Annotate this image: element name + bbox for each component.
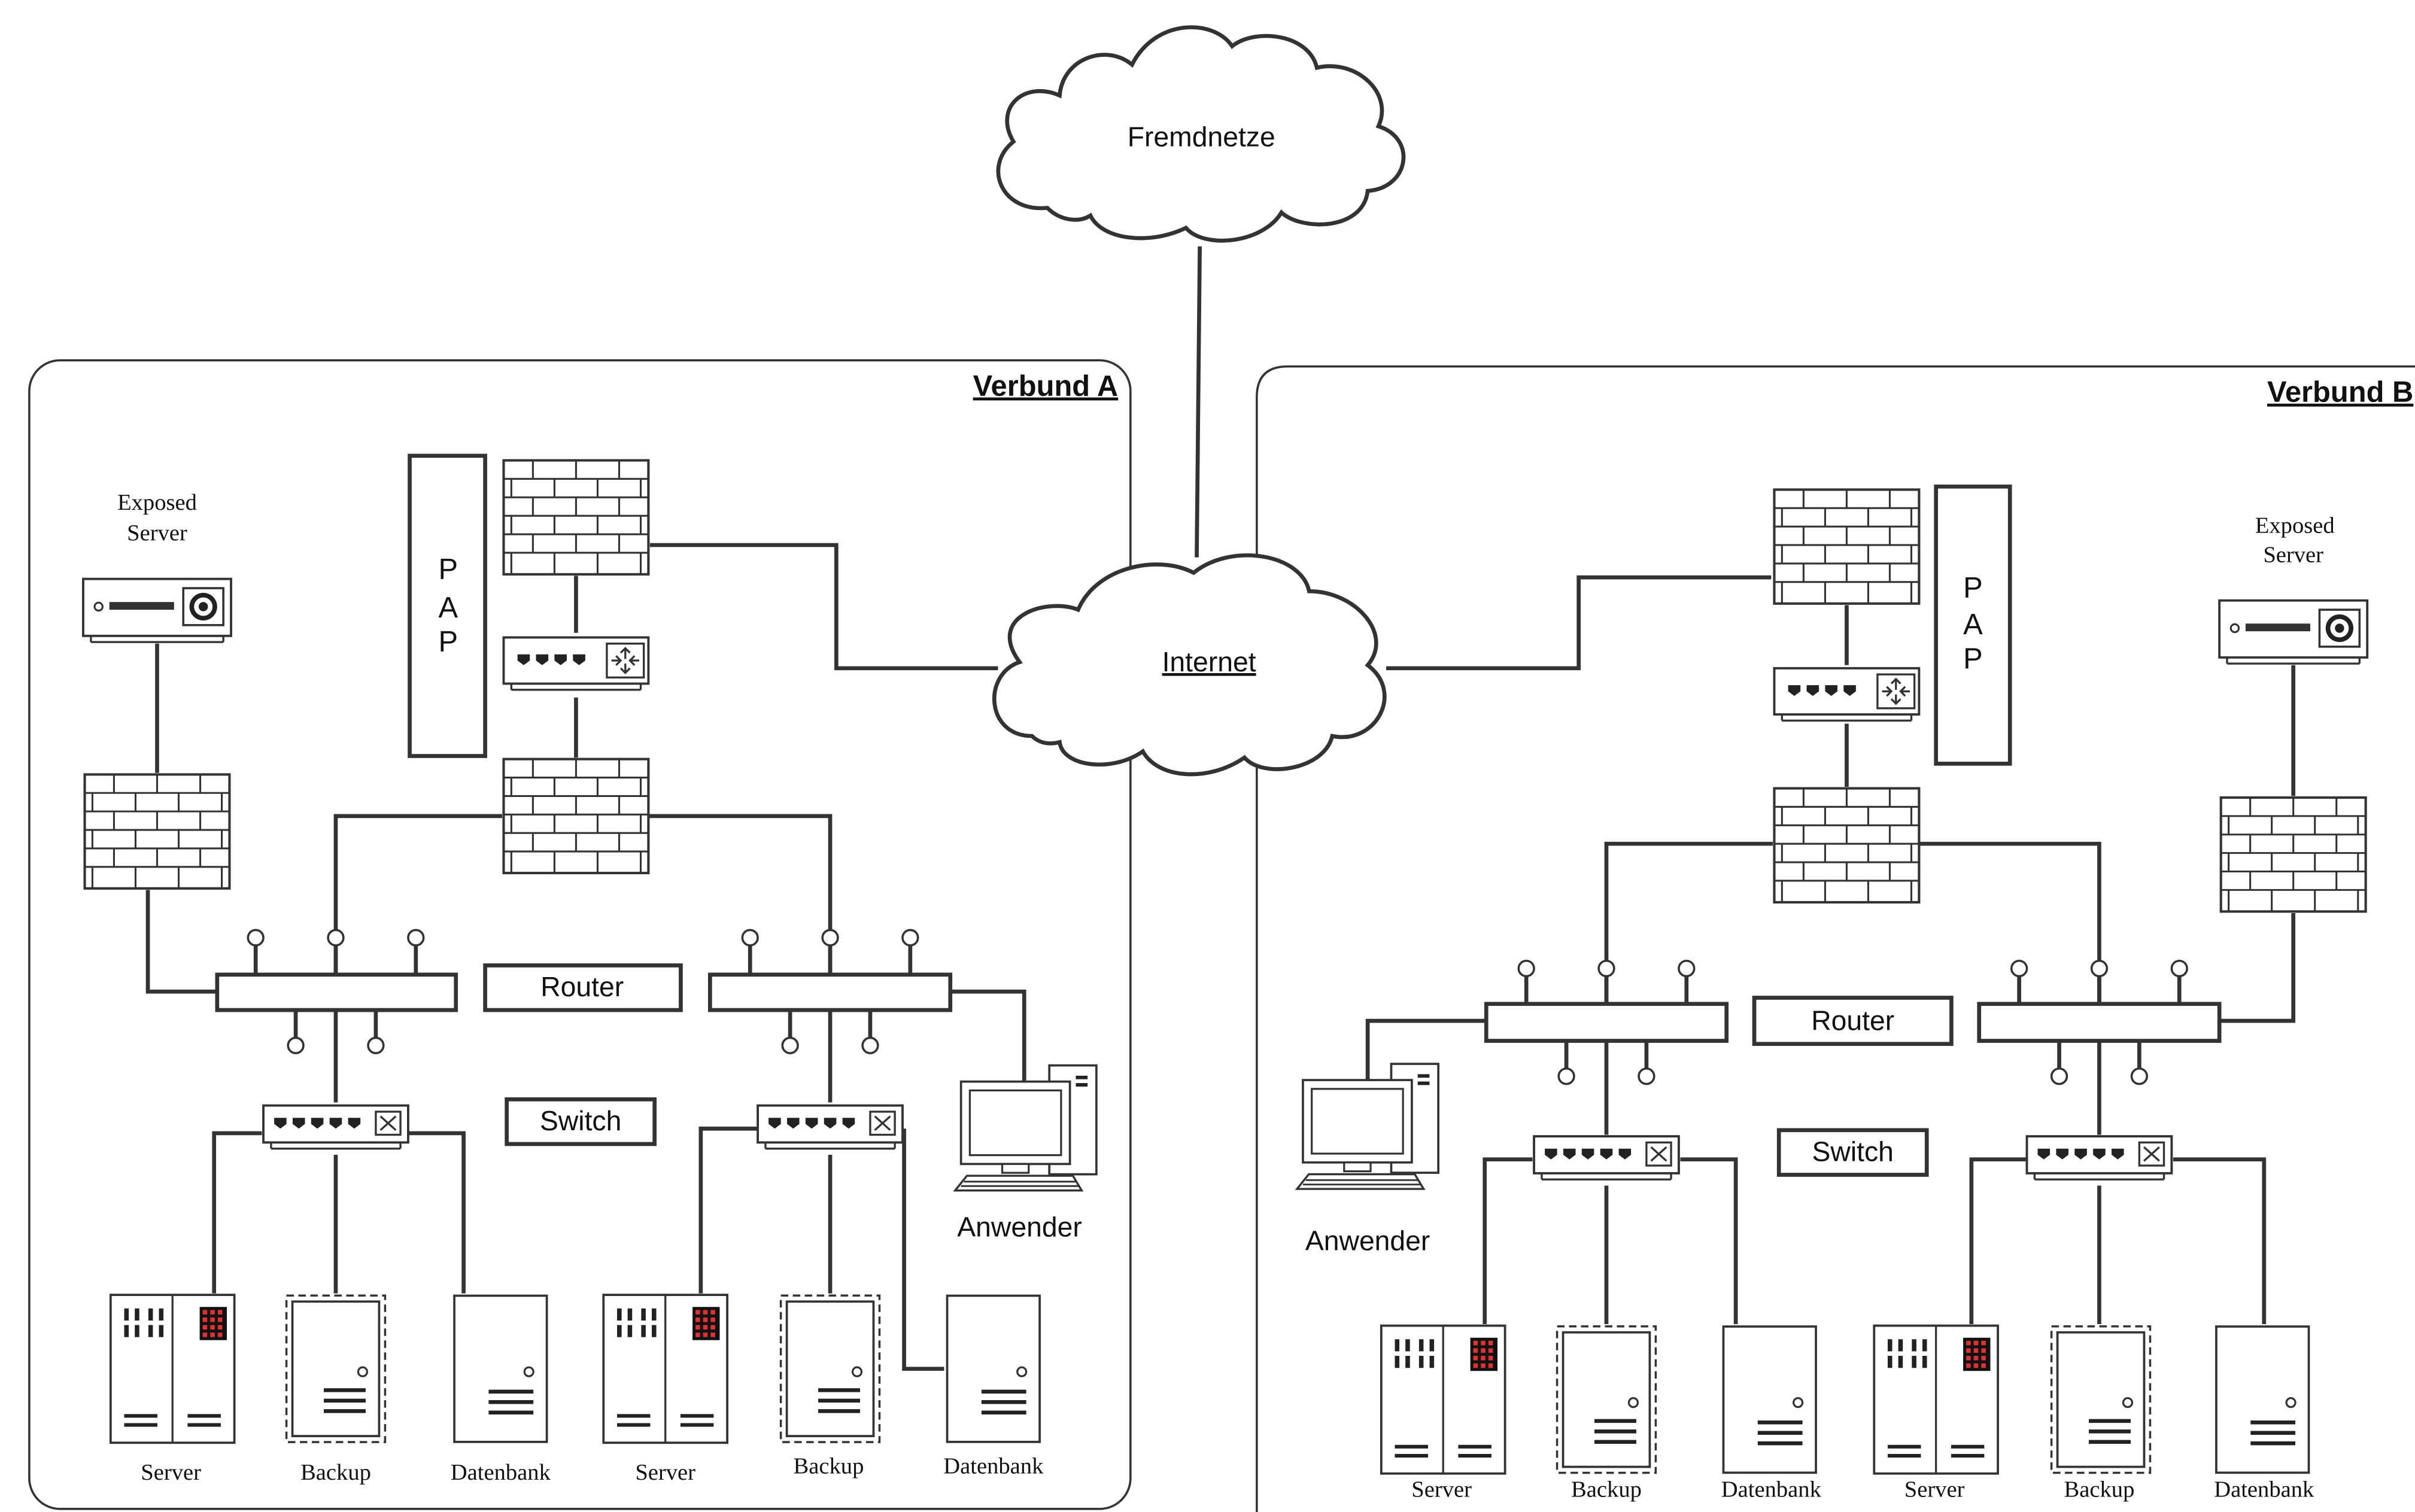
switch-label-box bbox=[505, 1097, 657, 1146]
exposed-server-label-line2: Server bbox=[127, 521, 187, 546]
workstation-icon bbox=[953, 1064, 1098, 1192]
user-label: Anwender bbox=[1305, 1225, 1430, 1257]
backup-label: Backup bbox=[2064, 1477, 2135, 1502]
switch-icon bbox=[757, 1104, 904, 1150]
firewall-outer-icon bbox=[1774, 489, 1919, 603]
pap-letter-p2: P bbox=[1963, 643, 1983, 675]
fremdnetze-label: Fremdnetze bbox=[1128, 121, 1275, 152]
database-label: Datenbank bbox=[451, 1460, 551, 1485]
firewall-dmz-icon bbox=[85, 774, 230, 888]
firewall-inner-icon bbox=[1774, 789, 1919, 902]
backup-label: Backup bbox=[794, 1454, 864, 1479]
layer3-switch-icon bbox=[1773, 667, 1921, 722]
server-icon bbox=[602, 1294, 729, 1444]
router-icon bbox=[215, 972, 458, 1012]
firewall-inner-icon bbox=[503, 759, 648, 873]
backup-icon bbox=[1556, 1325, 1657, 1474]
verbund-b-pap: P A P bbox=[1934, 484, 2012, 766]
exposed-server-icon bbox=[2218, 599, 2369, 665]
switch-label: Switch bbox=[540, 1105, 621, 1136]
switch-icon bbox=[2025, 1135, 2173, 1181]
switch-icon bbox=[1533, 1135, 1680, 1181]
exposed-server-label-line1: Exposed bbox=[2255, 513, 2335, 538]
pap-letter-p2: P bbox=[439, 626, 458, 658]
server-label: Server bbox=[1904, 1477, 1965, 1502]
zone-verbund-a-title: Verbund A bbox=[973, 370, 1119, 402]
verbund-a-links bbox=[145, 543, 1026, 1371]
pap-letter-p1: P bbox=[1963, 571, 1983, 604]
pap-letter-a: A bbox=[1963, 609, 1983, 641]
pap-letter-p1: P bbox=[439, 553, 458, 586]
server-label: Server bbox=[1411, 1477, 1472, 1502]
firewall-outer-icon bbox=[503, 460, 648, 574]
database-label: Datenbank bbox=[1721, 1477, 1822, 1502]
database-icon bbox=[1722, 1325, 1817, 1474]
backup-label: Backup bbox=[300, 1460, 371, 1485]
backup-icon bbox=[285, 1294, 387, 1443]
fremdnetze-cloud: Fremdnetze bbox=[996, 25, 1406, 243]
router-icon bbox=[1977, 1002, 2222, 1043]
database-label: Datenbank bbox=[943, 1454, 1044, 1479]
backup-label: Backup bbox=[1571, 1477, 1642, 1502]
user-label: Anwender bbox=[957, 1211, 1082, 1242]
internet-cloud: Internet bbox=[992, 553, 1387, 777]
server-icon bbox=[1873, 1324, 2000, 1475]
switch-label: Switch bbox=[1812, 1136, 1894, 1167]
layer3-switch-icon bbox=[503, 637, 648, 689]
link-fremdnetze-internet bbox=[1195, 246, 1202, 558]
backup-icon bbox=[779, 1294, 881, 1443]
firewall-dmz-icon bbox=[2221, 798, 2366, 911]
exposed-server-label-line2: Server bbox=[2263, 542, 2323, 567]
internet-label: Internet bbox=[1162, 646, 1256, 677]
router-label: Router bbox=[540, 971, 624, 1002]
server-icon bbox=[109, 1294, 236, 1444]
router-icon bbox=[1484, 1002, 1729, 1043]
server-icon bbox=[1380, 1324, 1506, 1475]
zone-verbund-b-title: Verbund B bbox=[2267, 376, 2413, 409]
exposed-server-label-line1: Exposed bbox=[117, 490, 197, 515]
pap-letter-a: A bbox=[439, 592, 458, 624]
router-label-box bbox=[1752, 996, 1954, 1046]
workstation-icon bbox=[1296, 1063, 1440, 1190]
router-label-box bbox=[483, 963, 683, 1012]
database-icon bbox=[2215, 1325, 2310, 1474]
database-icon bbox=[946, 1294, 1041, 1443]
router-icon bbox=[707, 972, 953, 1012]
database-label: Datenbank bbox=[2214, 1477, 2314, 1502]
server-label: Server bbox=[635, 1460, 695, 1485]
verbund-b-links bbox=[1365, 575, 2296, 1325]
zone-verbund-a bbox=[28, 359, 1132, 1510]
exposed-server-icon bbox=[82, 577, 232, 644]
switch-icon bbox=[262, 1104, 409, 1150]
backup-icon bbox=[2050, 1325, 2152, 1474]
zone-verbund-b bbox=[1256, 365, 2415, 1512]
database-icon bbox=[453, 1294, 548, 1443]
router-label: Router bbox=[1811, 1005, 1894, 1036]
switch-label-box bbox=[1776, 1128, 1929, 1177]
verbund-a-pap: P A P bbox=[408, 454, 487, 758]
server-label: Server bbox=[141, 1460, 201, 1485]
